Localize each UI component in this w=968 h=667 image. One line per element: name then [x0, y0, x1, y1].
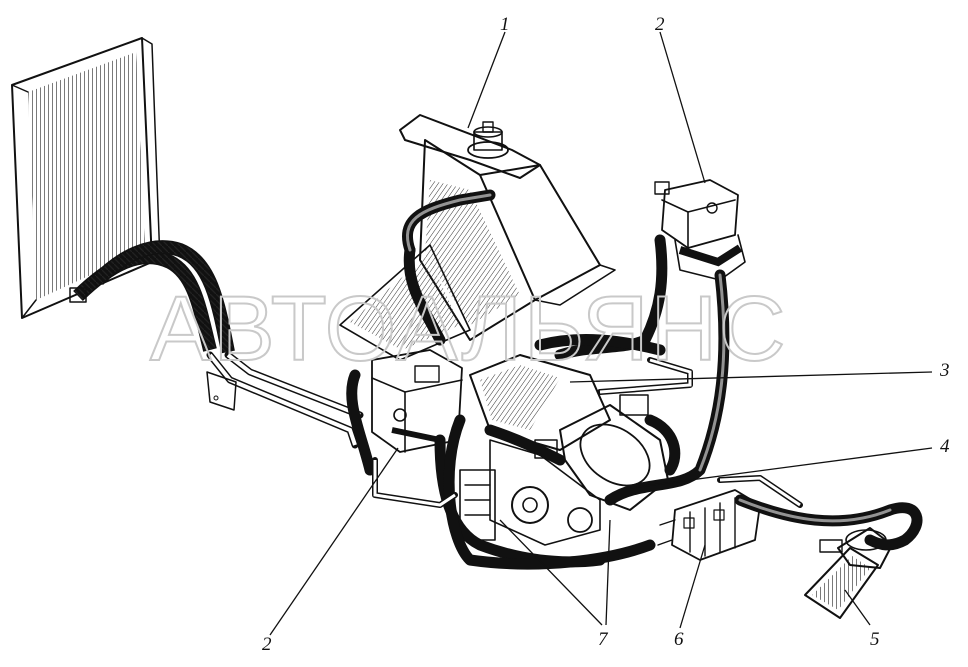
hydraulic-tank	[339, 114, 616, 361]
auxiliary-filter	[804, 527, 893, 619]
leader-lines	[269, 31, 933, 636]
callout-2-top: 2	[655, 14, 665, 35]
pump-assembly	[459, 354, 669, 546]
filter-upper	[654, 179, 746, 281]
callout-7: 7	[598, 629, 609, 650]
oil-cooler-radiator	[11, 37, 161, 319]
callout-3: 3	[939, 360, 950, 381]
distributor-valve-block	[657, 489, 761, 561]
callout-2-bottom: 2	[262, 634, 272, 655]
steel-tubes	[206, 351, 364, 449]
cooler-corrugated-hoses	[69, 240, 235, 354]
hydraulic-hoses	[346, 189, 923, 570]
callout-5: 5	[870, 629, 880, 650]
callout-4: 4	[940, 436, 950, 457]
callout-1: 1	[500, 14, 510, 35]
watermark-text: АВТОАЛЬЯНС	[150, 278, 788, 380]
callout-6: 6	[674, 629, 684, 650]
callout-labels: 1 2 3 4 5 6 7 2	[262, 14, 950, 655]
